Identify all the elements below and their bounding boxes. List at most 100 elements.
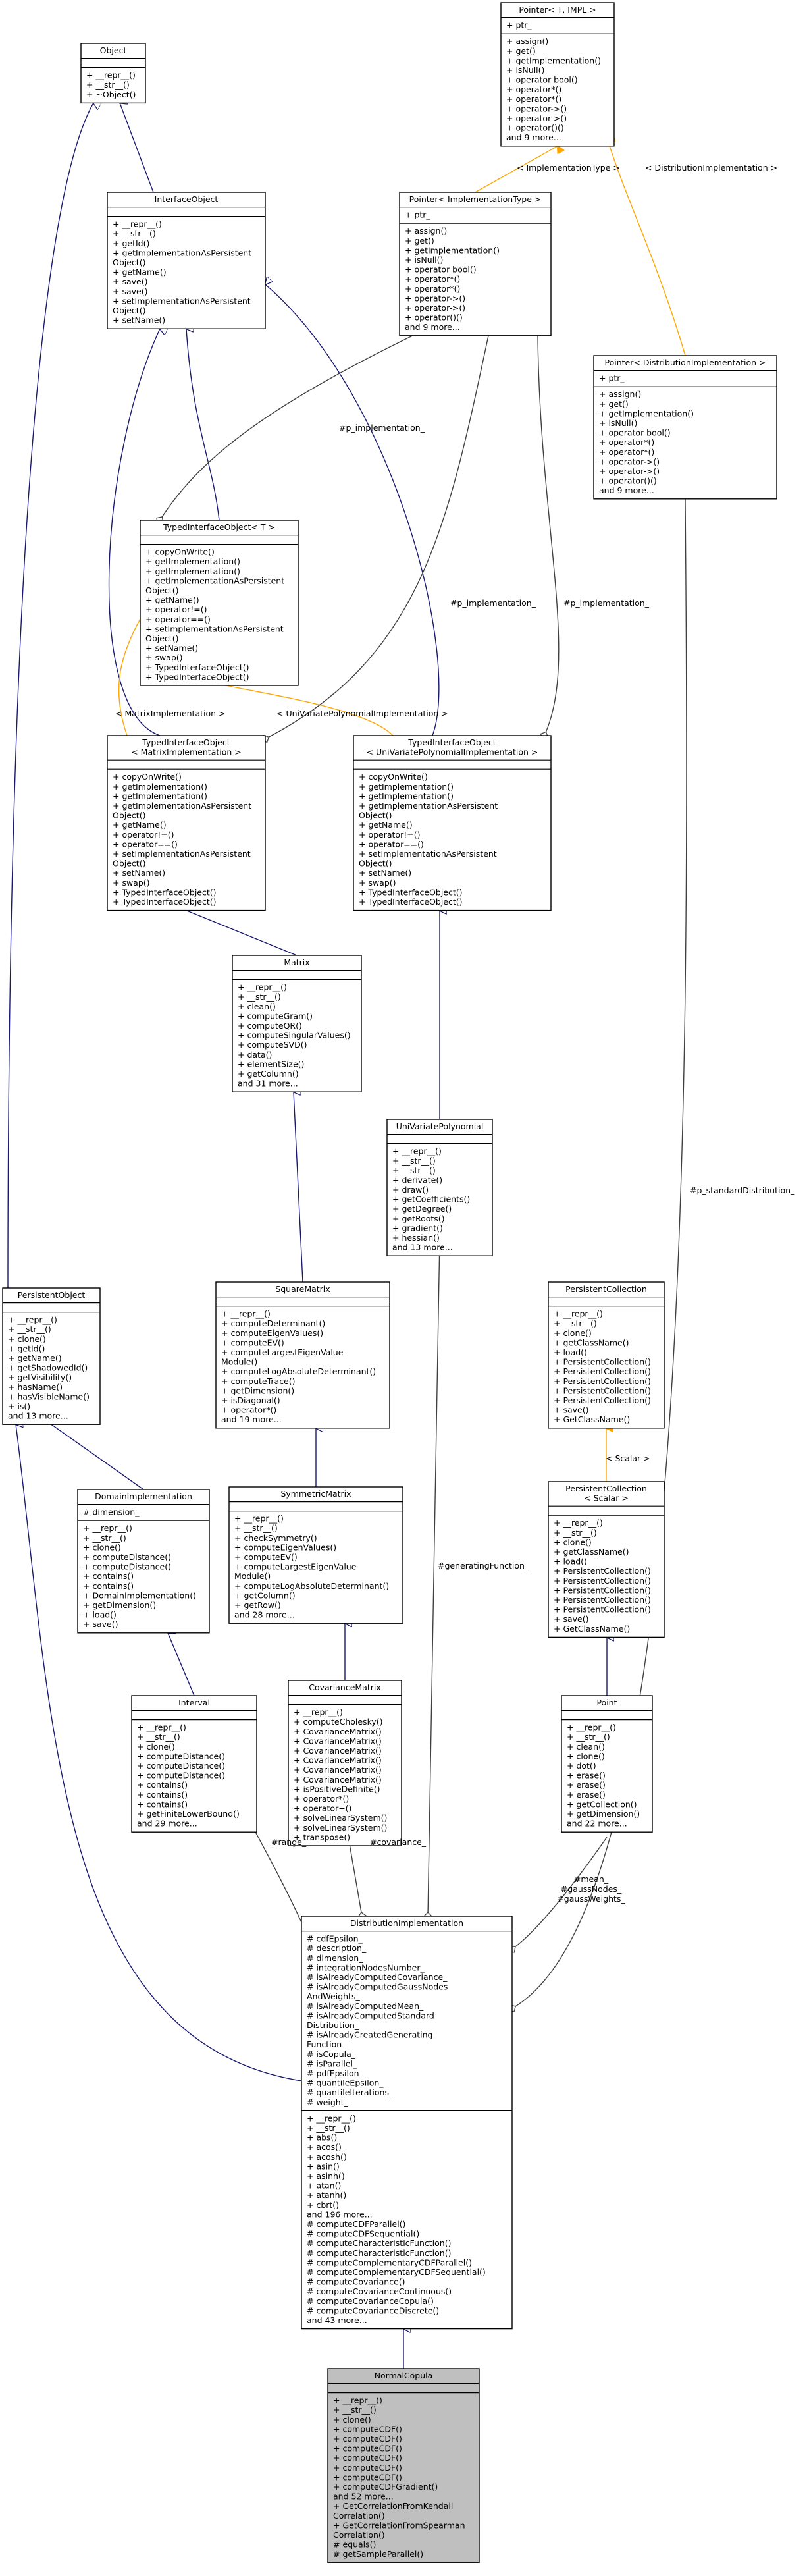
class-method: + computeCDF() — [333, 2444, 402, 2454]
class-box-pointerdistimpl[interactable]: Pointer< DistributionImplementation >+ p… — [593, 355, 777, 500]
class-method: + setName() — [145, 643, 198, 653]
class-method: + CovarianceMatrix() — [294, 1765, 382, 1775]
class-method: + derivate() — [392, 1175, 442, 1185]
class-box-frame — [288, 1680, 402, 1846]
class-method: + ~Object() — [86, 90, 136, 99]
class-box-univariatepolynomial[interactable]: UniVariatePolynomial+ __repr__()+ __str_… — [386, 1119, 493, 1256]
class-attribute: Function_ — [307, 2039, 346, 2049]
edge-label: #p_implementation_ — [563, 598, 650, 608]
class-method: + operator!=() — [113, 830, 174, 840]
class-method: + getImplementationAsPersistent — [113, 801, 251, 811]
class-method: + clone() — [83, 1542, 121, 1552]
class-method: and 43 more... — [307, 2315, 367, 2325]
class-method: + isNull() — [405, 255, 443, 265]
class-method: + operator*() — [506, 94, 561, 104]
inherit-edge — [265, 284, 440, 736]
class-box-matrix[interactable]: Matrix+ __repr__()+ __str__()+ clean()+ … — [232, 955, 362, 1092]
class-method: + operator()() — [405, 313, 463, 323]
class-method: + PersistentCollection() — [554, 1357, 651, 1367]
class-method: and 9 more... — [405, 322, 460, 332]
class-method: + asinh() — [307, 2171, 345, 2181]
class-method: # computeCovarianceCopula() — [307, 2296, 434, 2306]
class-method: + computeQR() — [238, 1021, 302, 1031]
class-box-pointert[interactable]: Pointer< T, IMPL >+ ptr_+ assign()+ get(… — [500, 2, 615, 147]
class-box-domainimplementation[interactable]: DomainImplementation# dimension_+ __repr… — [77, 1489, 210, 1634]
class-box-covariancematrix[interactable]: CovarianceMatrix+ __repr__()+ computeCho… — [288, 1680, 402, 1846]
class-method: + computeLargestEigenValue — [221, 1347, 344, 1357]
class-method: + setName() — [359, 868, 411, 878]
class-box-frame — [500, 2, 615, 147]
class-box-squarematrix[interactable]: SquareMatrix+ __repr__()+ computeDetermi… — [215, 1281, 390, 1429]
class-method: + operator->() — [405, 303, 465, 313]
class-attribute: # weight_ — [307, 2097, 349, 2107]
class-method: + computeLogAbsoluteDeterminant() — [234, 1581, 389, 1591]
class-method: + operator->() — [506, 113, 567, 123]
class-box-persistentcollectionscalar[interactable]: PersistentCollection< Scalar >+ __repr__… — [548, 1481, 665, 1638]
class-method: Object() — [145, 585, 178, 595]
edge-label: #mean_ — [574, 1874, 609, 1884]
class-box-tiomatrix[interactable]: TypedInterfaceObject< MatrixImplementati… — [107, 735, 266, 911]
class-method: + computeLargestEigenValue — [234, 1562, 357, 1572]
class-method: + getImplementation() — [359, 791, 454, 801]
class-title: TypedInterfaceObject — [142, 738, 230, 747]
class-box-interfaceobject[interactable]: InterfaceObject+ __repr__()+ __str__()+ … — [107, 192, 266, 329]
class-method: + elementSize() — [238, 1059, 304, 1069]
class-box-tiounivar[interactable]: TypedInterfaceObject< UniVariatePolynomi… — [353, 735, 552, 911]
class-box-pointerimpltype[interactable]: Pointer< ImplementationType >+ ptr_+ ass… — [399, 192, 552, 336]
class-method: + getImplementation() — [405, 245, 500, 255]
class-box-normalcopula[interactable]: NormalCopula+ __repr__()+ __str__()+ clo… — [327, 2368, 480, 2563]
class-method: and 28 more... — [234, 1610, 295, 1620]
inherit-edge — [186, 911, 298, 956]
edge-label: #gaussWeights_ — [557, 1894, 625, 1904]
class-box-distributionimplementation[interactable]: DistributionImplementation# cdfEpsilon_#… — [301, 1916, 513, 2330]
class-title: Pointer< ImplementationType > — [409, 194, 542, 204]
class-method: + operator*() — [221, 1405, 276, 1415]
class-method: + atanh() — [307, 2190, 346, 2200]
class-method: + getImplementation() — [145, 556, 240, 566]
class-box-object[interactable]: Object+ __repr__()+ __str__()+ ~Object() — [80, 43, 146, 104]
class-box-typedinterfaceobjectt[interactable]: TypedInterfaceObject< T >+ copyOnWrite()… — [140, 520, 299, 686]
class-method: + computeCDF() — [333, 2424, 402, 2434]
class-method: + clean() — [238, 1002, 276, 1011]
class-method: + getImplementation() — [506, 55, 601, 65]
inherit-edge — [7, 103, 93, 1289]
class-box-symmetricmatrix[interactable]: SymmetricMatrix+ __repr__()+ __str__()+ … — [228, 1486, 404, 1624]
class-title: PersistentCollection — [565, 1484, 647, 1493]
class-method: + contains() — [137, 1790, 188, 1800]
class-method: Correlation() — [333, 2530, 385, 2540]
class-method: + clone() — [137, 1742, 175, 1752]
class-attribute: # isAlreadyCreatedGenerating — [307, 2030, 433, 2040]
class-method: + clone() — [567, 1751, 605, 1761]
class-method: + computeSingularValues() — [238, 1031, 351, 1040]
usage-edge — [423, 1237, 440, 1921]
class-box-persistentobject[interactable]: PersistentObject+ __repr__()+ __str__()+… — [2, 1287, 101, 1425]
class-method: + getImplementation() — [113, 782, 207, 792]
class-method: + getRow() — [234, 1600, 281, 1610]
class-method: + computeCDF() — [333, 2463, 402, 2473]
class-method: + computeGram() — [238, 1011, 313, 1021]
class-method: + CovarianceMatrix() — [294, 1775, 382, 1784]
class-method: + getName() — [359, 820, 413, 830]
class-method: + getImplementation() — [145, 566, 240, 576]
class-method: + computeEigenValues() — [221, 1328, 323, 1338]
class-method: and 13 more... — [392, 1243, 453, 1252]
class-method: + operator+() — [294, 1804, 351, 1813]
class-method: + __repr__() — [86, 70, 136, 80]
class-title: < UniVariatePolynomialImplementation > — [367, 747, 538, 757]
class-method: + getImplementationAsPersistent — [113, 248, 251, 257]
class-method: + __str__() — [8, 1324, 51, 1334]
class-box-persistentcollection[interactable]: PersistentCollection+ __repr__()+ __str_… — [548, 1281, 665, 1429]
class-method: and 9 more... — [599, 485, 654, 495]
class-method: + getColumn() — [238, 1069, 299, 1079]
class-attribute: # isAlreadyComputedGaussNodes — [307, 1982, 448, 1992]
class-method: + clone() — [8, 1334, 46, 1344]
class-method: Object() — [359, 811, 392, 820]
class-box-point[interactable]: Point+ __repr__()+ __str__()+ clean()+ c… — [561, 1695, 653, 1833]
class-method: + setImplementationAsPersistent — [359, 849, 497, 859]
class-method: + TypedInterfaceObject() — [113, 897, 217, 907]
class-method: + __str__() — [113, 228, 156, 238]
class-box-interval[interactable]: Interval+ __repr__()+ __str__()+ clone()… — [131, 1695, 257, 1833]
class-method: + solveLinearSystem() — [294, 1813, 387, 1823]
class-method: + computeCDF() — [333, 2472, 402, 2482]
class-title: SymmetricMatrix — [280, 1489, 351, 1499]
